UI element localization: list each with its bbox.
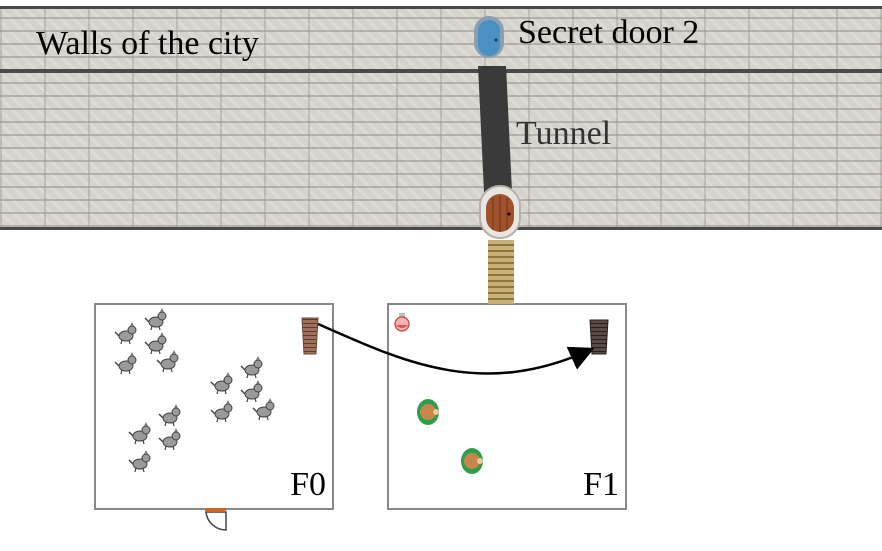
- walls-label: Walls of the city: [36, 25, 259, 62]
- wolf-icon[interactable]: [240, 356, 263, 379]
- wolf-icon[interactable]: [240, 380, 263, 403]
- wolf-icon[interactable]: [128, 450, 151, 473]
- wolf-icon[interactable]: [210, 372, 233, 395]
- city-wall: [0, 6, 882, 230]
- wolf-icon[interactable]: [144, 308, 167, 331]
- tunnel: [478, 66, 512, 192]
- staircase-icon[interactable]: [301, 317, 319, 355]
- wall-divider: [0, 69, 882, 73]
- villager-icon[interactable]: [417, 399, 439, 425]
- wolf-group: [114, 308, 275, 473]
- secret-door-label: Secret door 2: [518, 14, 700, 51]
- route-arrow: [317, 322, 595, 375]
- wolf-icon[interactable]: [158, 428, 181, 451]
- room-f0[interactable]: F0: [94, 303, 334, 510]
- red-potion-icon[interactable]: [394, 313, 410, 332]
- wolf-icon[interactable]: [114, 352, 137, 375]
- tunnel-label: Tunnel: [516, 115, 612, 152]
- blue-door-icon[interactable]: [474, 16, 504, 58]
- wooden-door-icon[interactable]: [479, 185, 521, 239]
- door-stub-icon[interactable]: [205, 508, 227, 531]
- wolf-icon[interactable]: [210, 400, 233, 423]
- wolf-icon[interactable]: [114, 322, 137, 345]
- staircase-icon: [488, 240, 514, 304]
- villager-icon[interactable]: [461, 448, 483, 474]
- room-f1-label: F1: [583, 466, 619, 503]
- room-f0-label: F0: [290, 466, 326, 503]
- wolf-icon[interactable]: [144, 332, 167, 355]
- wolf-icon[interactable]: [252, 398, 275, 421]
- staircase-icon[interactable]: [589, 319, 609, 355]
- wolf-icon[interactable]: [128, 422, 151, 445]
- wolf-icon[interactable]: [158, 404, 181, 427]
- wolf-icon[interactable]: [156, 350, 179, 373]
